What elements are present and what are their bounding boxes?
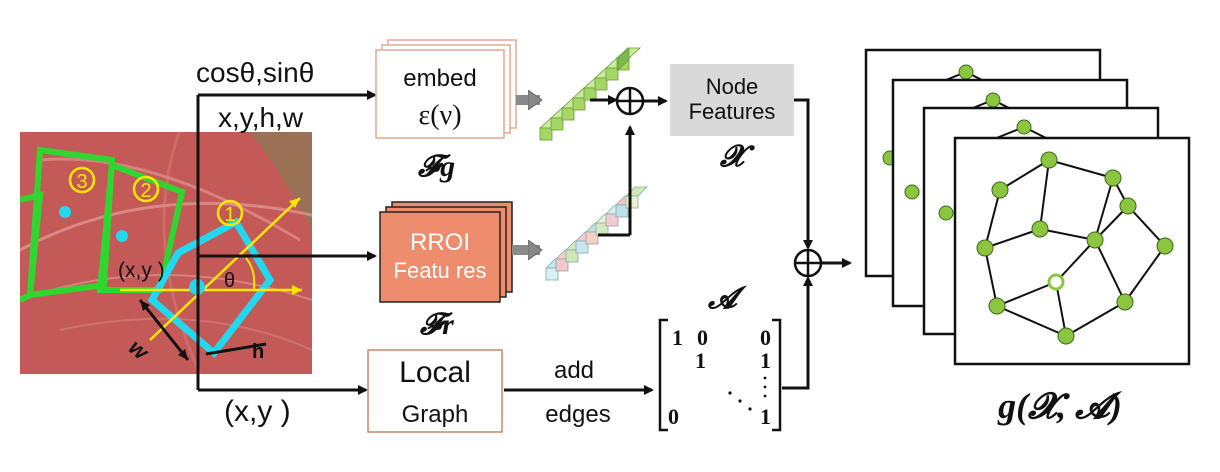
- h-label: h: [252, 341, 264, 363]
- embed-vector-cell: [594, 77, 608, 91]
- graph-node: [938, 205, 954, 221]
- graph-node: [1119, 197, 1137, 215]
- graph-edge: [984, 247, 998, 307]
- embed-label: embed: [403, 65, 476, 92]
- graph-edge: [1055, 239, 1096, 283]
- local-graph-label-2: Graph: [402, 401, 469, 428]
- matrix-cell-n-1: 0: [668, 404, 679, 429]
- local-graph-label-1: Local: [399, 356, 471, 389]
- rroi-vector-cell: [605, 213, 619, 227]
- rroi-label-2: Featu res: [394, 258, 487, 283]
- graph-node: [1116, 293, 1134, 311]
- embed-formula: ε(ν): [418, 100, 461, 131]
- xy-input-label: (x,y ): [224, 395, 291, 428]
- rroi-vector-cell: [615, 204, 629, 218]
- matrix-cell-2-n: 1: [760, 348, 771, 373]
- graph-edge: [1094, 239, 1126, 303]
- graph-node: [1104, 169, 1122, 187]
- rroi-vector-cell: [575, 240, 589, 254]
- graph-edge: [996, 305, 1067, 337]
- rroi-label-1: RROI: [410, 229, 470, 256]
- graph-edge: [999, 159, 1050, 191]
- theta-label: θ: [224, 270, 235, 292]
- adjacency-matrix: 1 0 0 1 1 0 1: [658, 318, 782, 432]
- graph-edge: [1048, 159, 1114, 179]
- matrix-cell-n-n: 1: [760, 404, 771, 429]
- rroi-vector-cell: [555, 258, 569, 272]
- local-graph-box: Local Graph: [367, 349, 503, 433]
- embed-vector-cell: [605, 67, 619, 81]
- graph-frame: [953, 136, 1191, 366]
- embed-vector-cell: [539, 127, 553, 141]
- graph-edge: [984, 189, 1001, 249]
- node-features-box: Node Features: [670, 64, 794, 136]
- graph-node: [1016, 119, 1032, 135]
- concat-operator: [615, 86, 645, 116]
- rroi-vector-cell: [625, 195, 639, 209]
- graph-node: [958, 64, 974, 80]
- rroi-vector-cell: [545, 267, 559, 281]
- matrix-cell-1-1: 1: [672, 325, 683, 350]
- edge-label-2: edges: [545, 401, 610, 428]
- region-label-3: 3: [76, 171, 87, 193]
- angle-input-label: cosθ,sinθ: [196, 57, 314, 88]
- node-features-label-2: Features: [689, 99, 776, 124]
- graph-node: [1086, 231, 1104, 249]
- geometry-input-label: x,y,h,w: [218, 102, 304, 133]
- graph-node: [904, 184, 920, 200]
- graph-node: [988, 297, 1006, 315]
- graph-edge: [1124, 245, 1166, 303]
- node-features-label-1: Node: [706, 74, 759, 99]
- graph-edge: [984, 228, 1041, 249]
- embed-vector-cell: [583, 87, 597, 101]
- combine-operator: [793, 248, 823, 278]
- embed-box: embed ε(ν): [375, 39, 517, 139]
- matrix-cell-2-2: 1: [695, 348, 706, 373]
- graph-edge: [1055, 281, 1067, 337]
- output-caption: g(𝓧, 𝓐): [997, 386, 1122, 426]
- embed-vector-cell: [572, 97, 586, 111]
- embed-vector-cell: [550, 117, 564, 131]
- rroi-features-box: RROI Featu res: [379, 201, 513, 303]
- graph-edge: [1127, 205, 1166, 247]
- graph-node: [991, 181, 1009, 199]
- graph-edge: [1094, 177, 1114, 241]
- graph-edge: [1039, 228, 1096, 241]
- graph-edge: [1039, 159, 1050, 230]
- matrix-cell-1-n: 0: [760, 325, 771, 350]
- region-label-2: 2: [140, 180, 151, 202]
- geometric-embedding-vector: [538, 47, 642, 141]
- graph-edge: [1065, 301, 1126, 337]
- region-number-labels: 3 2 1: [68, 166, 244, 227]
- graph-node: [976, 239, 994, 257]
- region-box-1: [147, 217, 275, 359]
- rroi-caption: 𝓕r: [419, 308, 454, 341]
- region-label-1: 1: [224, 204, 235, 226]
- graph-node: [1156, 237, 1174, 255]
- output-graph-stack: [864, 48, 1191, 366]
- node-features-caption: 𝓧: [719, 140, 755, 173]
- embed-vector-cell: [561, 107, 575, 121]
- graph-node: [1031, 220, 1049, 238]
- adjacency-caption: 𝓐: [707, 282, 748, 315]
- region-center-2: [116, 230, 128, 242]
- embed-caption: 𝓕g: [417, 150, 455, 183]
- graph-node: [1057, 327, 1075, 345]
- graph-edge: [996, 281, 1057, 307]
- region-center-3: [59, 206, 71, 218]
- graph-pivot-node: [1047, 273, 1065, 291]
- rroi-feature-vector: [545, 186, 648, 281]
- input-image-panel: [20, 132, 312, 374]
- center-label: (x,y ): [118, 259, 165, 282]
- graph-node: [985, 92, 1001, 108]
- rroi-vector-cell: [565, 249, 579, 263]
- matrix-cell-1-2: 0: [697, 325, 708, 350]
- rroi-vector-cell: [585, 231, 599, 245]
- edge-label-1: add: [554, 357, 594, 384]
- graph-node: [1040, 151, 1058, 169]
- embed-vector-side: [617, 47, 630, 71]
